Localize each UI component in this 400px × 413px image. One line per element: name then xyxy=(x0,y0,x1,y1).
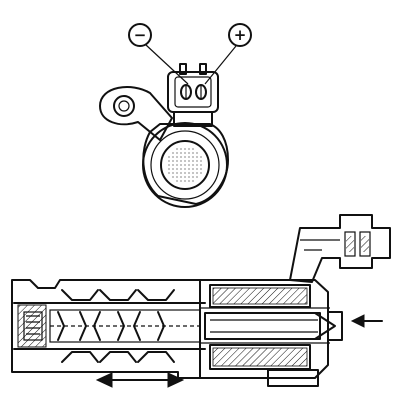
bolt-hole xyxy=(113,95,135,117)
positive-leader-line xyxy=(204,45,237,85)
bolt-hole-inner xyxy=(118,100,130,112)
connector-end-view: − + xyxy=(99,23,252,208)
input-arrow xyxy=(350,314,383,328)
connector-housing xyxy=(167,63,219,127)
svg-text:−: − xyxy=(134,26,147,44)
terminal-pin-negative xyxy=(180,84,192,100)
spool-travel-double-arrow xyxy=(95,372,185,388)
cross-section-view xyxy=(11,214,391,388)
terminal-pin-positive xyxy=(195,84,207,100)
section-connector xyxy=(289,214,391,283)
mounting-bracket xyxy=(99,86,173,141)
negative-terminal-label: − xyxy=(128,23,152,47)
solenoid-housing-section xyxy=(199,279,343,387)
spool-section xyxy=(49,309,205,343)
solenoid-body-end xyxy=(142,122,229,208)
positive-terminal-label: + xyxy=(228,23,252,47)
spool-sleeve-section xyxy=(11,279,206,379)
svg-text:+: + xyxy=(234,26,247,44)
